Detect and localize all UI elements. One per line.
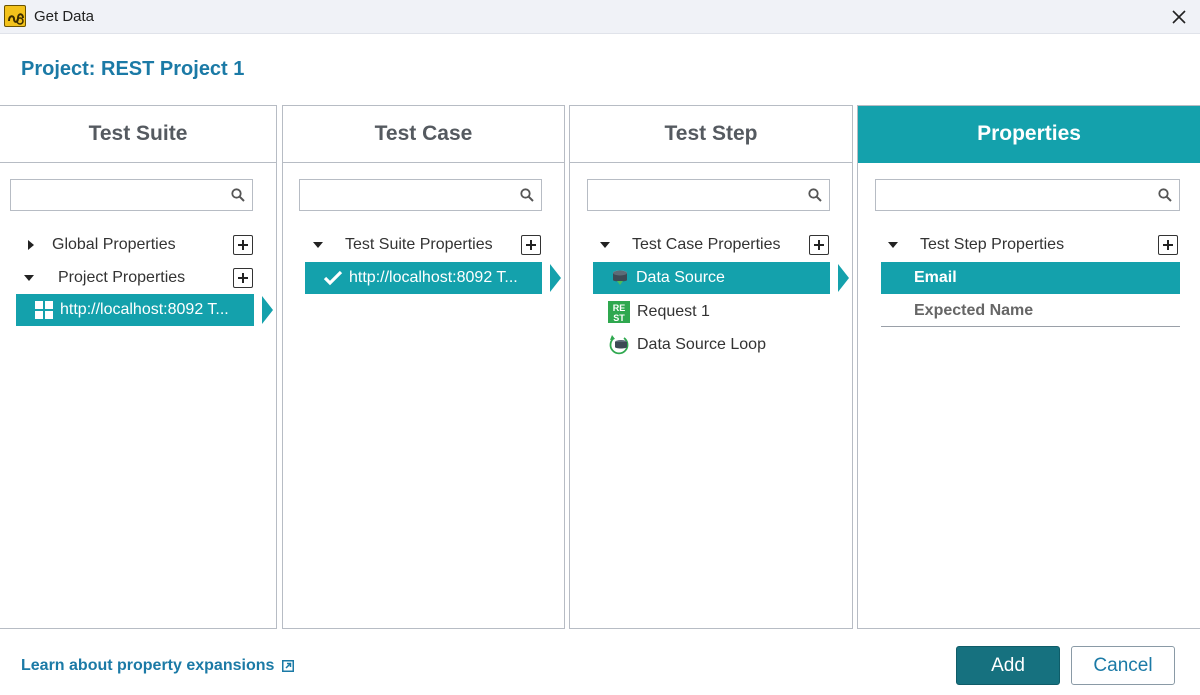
properties-search-input[interactable] bbox=[875, 179, 1180, 211]
add-property-button[interactable] bbox=[1158, 235, 1178, 255]
tree-item-label: Global Properties bbox=[52, 236, 176, 253]
search-icon bbox=[1158, 188, 1172, 202]
test-suite-header: Test Suite bbox=[0, 106, 276, 163]
test-step-label: Data Source Loop bbox=[637, 336, 766, 353]
property-email[interactable]: Email bbox=[881, 262, 1180, 294]
add-property-button[interactable] bbox=[233, 268, 253, 288]
search-icon bbox=[520, 188, 534, 202]
title-bar: Get Data bbox=[0, 0, 1200, 34]
tree-item-test-suite-properties[interactable]: Test Suite Properties bbox=[313, 229, 493, 261]
selected-test-case[interactable]: http://localhost:8092 T... bbox=[305, 262, 542, 294]
add-property-button[interactable] bbox=[233, 235, 253, 255]
data-source-icon bbox=[613, 270, 627, 285]
property-label: Expected Name bbox=[914, 301, 1034, 319]
tree-item-project-properties[interactable]: Project Properties bbox=[24, 262, 185, 294]
svg-text:ST: ST bbox=[613, 313, 625, 323]
selected-test-suite-label: http://localhost:8092 T... bbox=[60, 301, 229, 318]
test-step-item-request[interactable]: RE ST Request 1 bbox=[608, 296, 710, 328]
selected-test-suite[interactable]: http://localhost:8092 T... bbox=[16, 294, 254, 326]
search-icon bbox=[231, 188, 245, 202]
test-step-label: Request 1 bbox=[637, 303, 710, 320]
add-button[interactable]: Add bbox=[956, 646, 1060, 685]
tree-item-test-step-properties[interactable]: Test Step Properties bbox=[888, 229, 1064, 261]
tree-item-label: Project Properties bbox=[58, 269, 186, 286]
close-icon bbox=[1172, 10, 1186, 24]
arrow-right-icon bbox=[838, 264, 849, 292]
tree-item-global-properties[interactable]: Global Properties bbox=[26, 229, 176, 261]
add-property-button[interactable] bbox=[521, 235, 541, 255]
external-link-icon bbox=[282, 660, 295, 672]
test-case-header: Test Case bbox=[283, 106, 564, 163]
caret-right-icon[interactable] bbox=[28, 240, 34, 250]
data-source-loop-icon bbox=[609, 335, 629, 355]
selected-test-step-label: Data Source bbox=[636, 269, 725, 286]
close-button[interactable] bbox=[1166, 4, 1192, 30]
test-suite-icon bbox=[35, 301, 53, 319]
project-title: Project: REST Project 1 bbox=[21, 58, 245, 80]
tree-item-label: Test Step Properties bbox=[920, 236, 1065, 253]
add-property-button[interactable] bbox=[809, 235, 829, 255]
caret-down-icon[interactable] bbox=[888, 242, 898, 248]
properties-header: Properties bbox=[858, 106, 1200, 163]
learn-link-label: Learn about property expansions bbox=[21, 657, 275, 674]
caret-down-icon[interactable] bbox=[24, 275, 34, 281]
checkmark-icon bbox=[323, 270, 343, 286]
window-title: Get Data bbox=[34, 8, 95, 25]
cancel-button[interactable]: Cancel bbox=[1071, 646, 1175, 685]
arrow-right-icon bbox=[550, 264, 561, 292]
arrow-right-icon bbox=[262, 296, 273, 324]
property-label: Email bbox=[914, 269, 957, 286]
tree-item-label: Test Case Properties bbox=[632, 236, 781, 253]
test-step-search-input[interactable] bbox=[587, 179, 830, 211]
selected-test-case-label: http://localhost:8092 T... bbox=[349, 269, 518, 286]
test-case-search-input[interactable] bbox=[299, 179, 542, 211]
test-suite-column: Test Suite Global Properties Project Pro… bbox=[0, 105, 277, 629]
property-expected-name[interactable]: Expected Name bbox=[881, 295, 1180, 327]
caret-down-icon[interactable] bbox=[600, 242, 610, 248]
rest-request-icon: RE ST bbox=[608, 301, 630, 323]
search-icon bbox=[808, 188, 822, 202]
properties-column: Properties Test Step Properties Email Ex… bbox=[857, 105, 1200, 629]
soapui-icon bbox=[4, 5, 26, 27]
caret-down-icon[interactable] bbox=[313, 242, 323, 248]
svg-text:RE: RE bbox=[613, 303, 626, 313]
tree-item-label: Test Suite Properties bbox=[345, 236, 493, 253]
tree-item-test-case-properties[interactable]: Test Case Properties bbox=[600, 229, 781, 261]
selected-test-step[interactable]: Data Source bbox=[593, 262, 830, 294]
test-step-header: Test Step bbox=[570, 106, 852, 163]
test-suite-search-input[interactable] bbox=[10, 179, 253, 211]
test-step-item-data-source-loop[interactable]: Data Source Loop bbox=[608, 329, 766, 361]
test-case-column: Test Case Test Suite Properties http://l… bbox=[282, 105, 565, 629]
learn-property-expansions-link[interactable]: Learn about property expansions bbox=[21, 657, 295, 675]
test-step-column: Test Step Test Case Properties Data Sour… bbox=[569, 105, 853, 629]
